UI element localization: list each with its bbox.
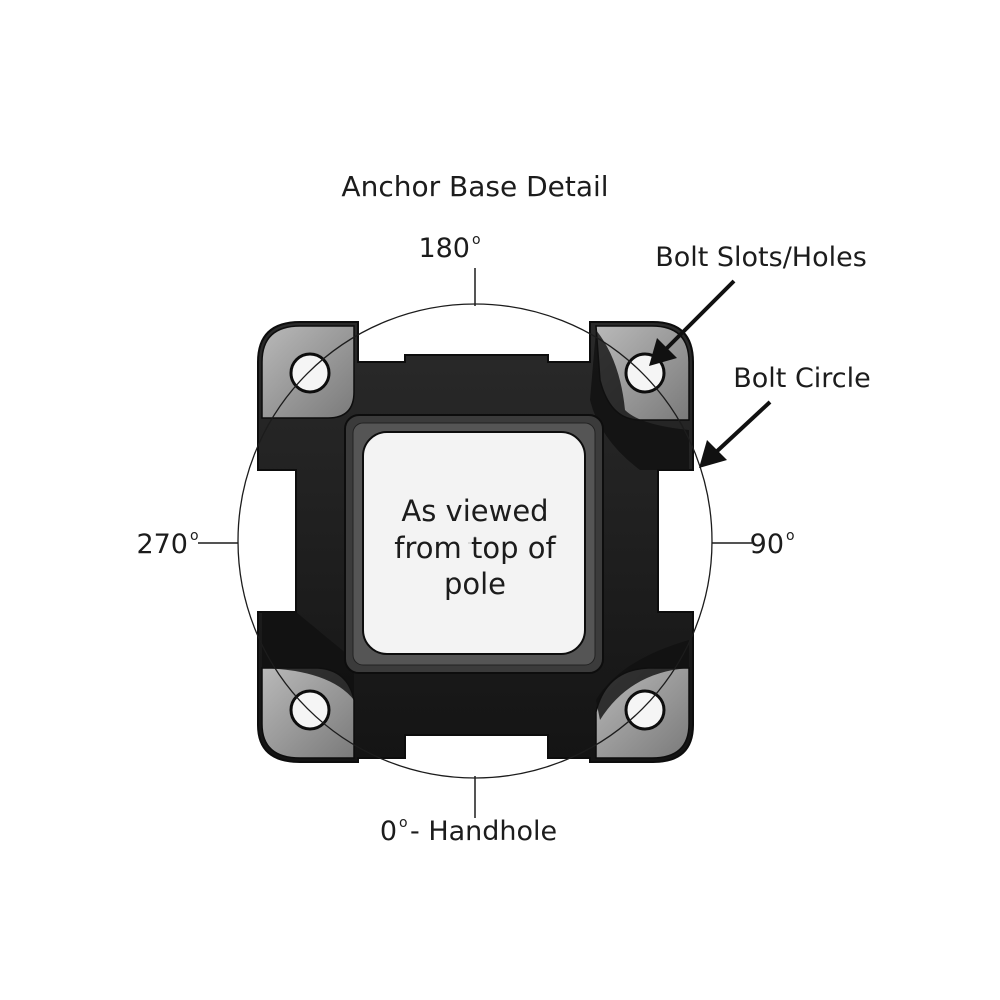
shade-bottom-right [596,640,689,720]
angle-label-270-degree-mark: o [190,528,199,544]
bolt-hole-top-left [289,352,331,394]
shade-top-right [590,330,689,470]
angle-label-180-degree-mark: o [472,232,481,248]
angle-label-270: 270 [136,529,188,560]
bolt-circle-arrow-line [712,400,772,456]
bolt-circle-arrow-head [699,440,727,468]
bolt-circle [237,303,713,779]
bolt-hole-bottom-right [624,689,666,731]
angle-label-90: 90 [750,529,784,560]
angle-label-90-degree-mark: o [786,528,795,544]
angle-label-180: 180 [418,233,470,264]
angle-ticks [198,268,752,818]
angle-label-0-degree-mark: o [399,815,408,831]
bolt-circle-label: Bolt Circle [733,363,871,394]
diagram-title: Anchor Base Detail [341,170,608,203]
bolt-slots-label: Bolt Slots/Holes [655,242,867,273]
center-note-line-3: pole [444,567,506,601]
center-note-line-1: As viewed [401,494,548,528]
center-crosshair [468,536,482,550]
callout-arrows [649,279,772,468]
handhole-label: - Handhole [410,816,557,847]
bolt-slots-arrow-line [663,279,736,352]
center-note-line-2: from top of [394,531,556,565]
angle-label-0: 0 [380,816,397,847]
center-note: As viewed from top of pole [394,494,556,601]
bolt-slots-arrow-head [649,338,677,366]
shade-bottom-left [262,612,354,700]
